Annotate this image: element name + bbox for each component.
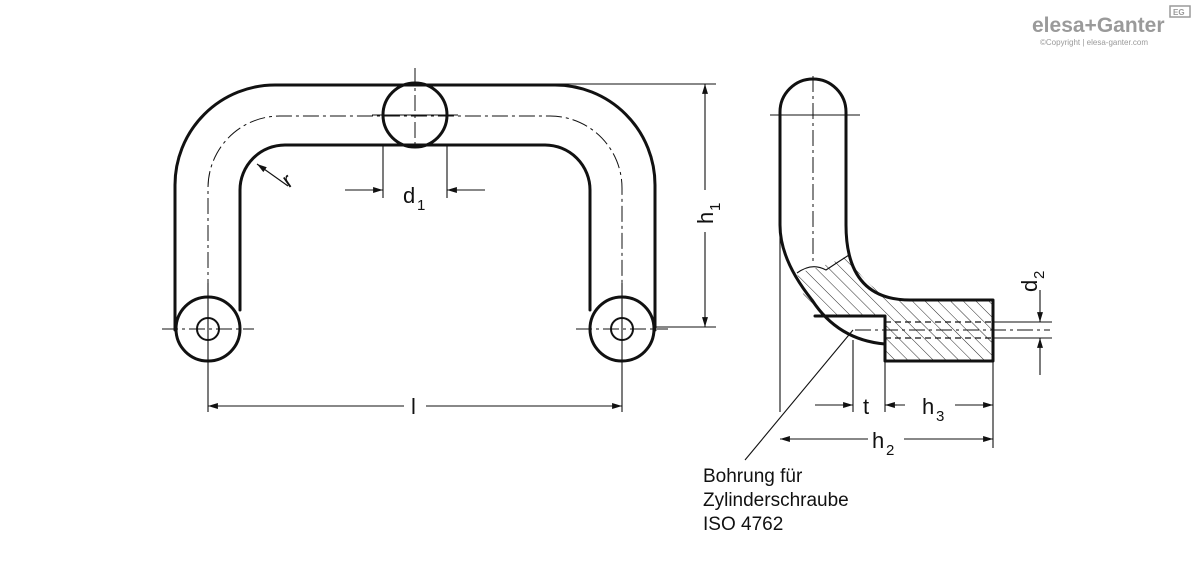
h1-sub: 1 (707, 203, 724, 211)
brand-logo: elesa+Ganter EG ©Copyright | elesa-gante… (1032, 5, 1191, 47)
note-leader (744, 329, 854, 461)
copyright-text: ©Copyright | elesa-ganter.com (1040, 38, 1148, 47)
handle-side-view: d 2 t h 3 h 2 Bohrung für Zylinderschrau… (703, 76, 1052, 535)
l-label: l (411, 394, 416, 419)
d1-sub: 1 (417, 197, 425, 214)
note-line-1: Bohrung für (703, 466, 803, 487)
t-label: t (863, 394, 869, 419)
counterbore-outline (813, 314, 887, 346)
handle-front-view: d 1 r h 1 l (162, 68, 724, 420)
logo-badge-text: EG (1173, 8, 1185, 17)
section-break-line (796, 254, 850, 274)
h2-label-bg (868, 428, 904, 458)
badge-frame (1169, 5, 1191, 18)
d2-sub: 2 (1031, 271, 1048, 279)
note-line-2: Zylinderschraube (703, 490, 849, 511)
h2-sub: 2 (886, 442, 894, 459)
h1-label-bg (690, 190, 720, 232)
h2-label: h (872, 428, 884, 453)
h3-label: h (922, 394, 934, 419)
side-outer-contour (778, 77, 995, 363)
d1-label: d (403, 183, 415, 208)
d2-label: d (1017, 280, 1042, 292)
l-label-bg (404, 392, 426, 420)
handle-inner-contour (238, 143, 592, 312)
h1-label: h (693, 212, 718, 224)
logo-text: elesa+Ganter (1032, 14, 1165, 37)
note-line-3: ISO 4762 (703, 514, 783, 535)
r-leader (256, 163, 289, 187)
side-section-hatch (797, 255, 993, 361)
h3-sub: 3 (936, 408, 944, 425)
handle-outer-contour (173, 83, 657, 332)
